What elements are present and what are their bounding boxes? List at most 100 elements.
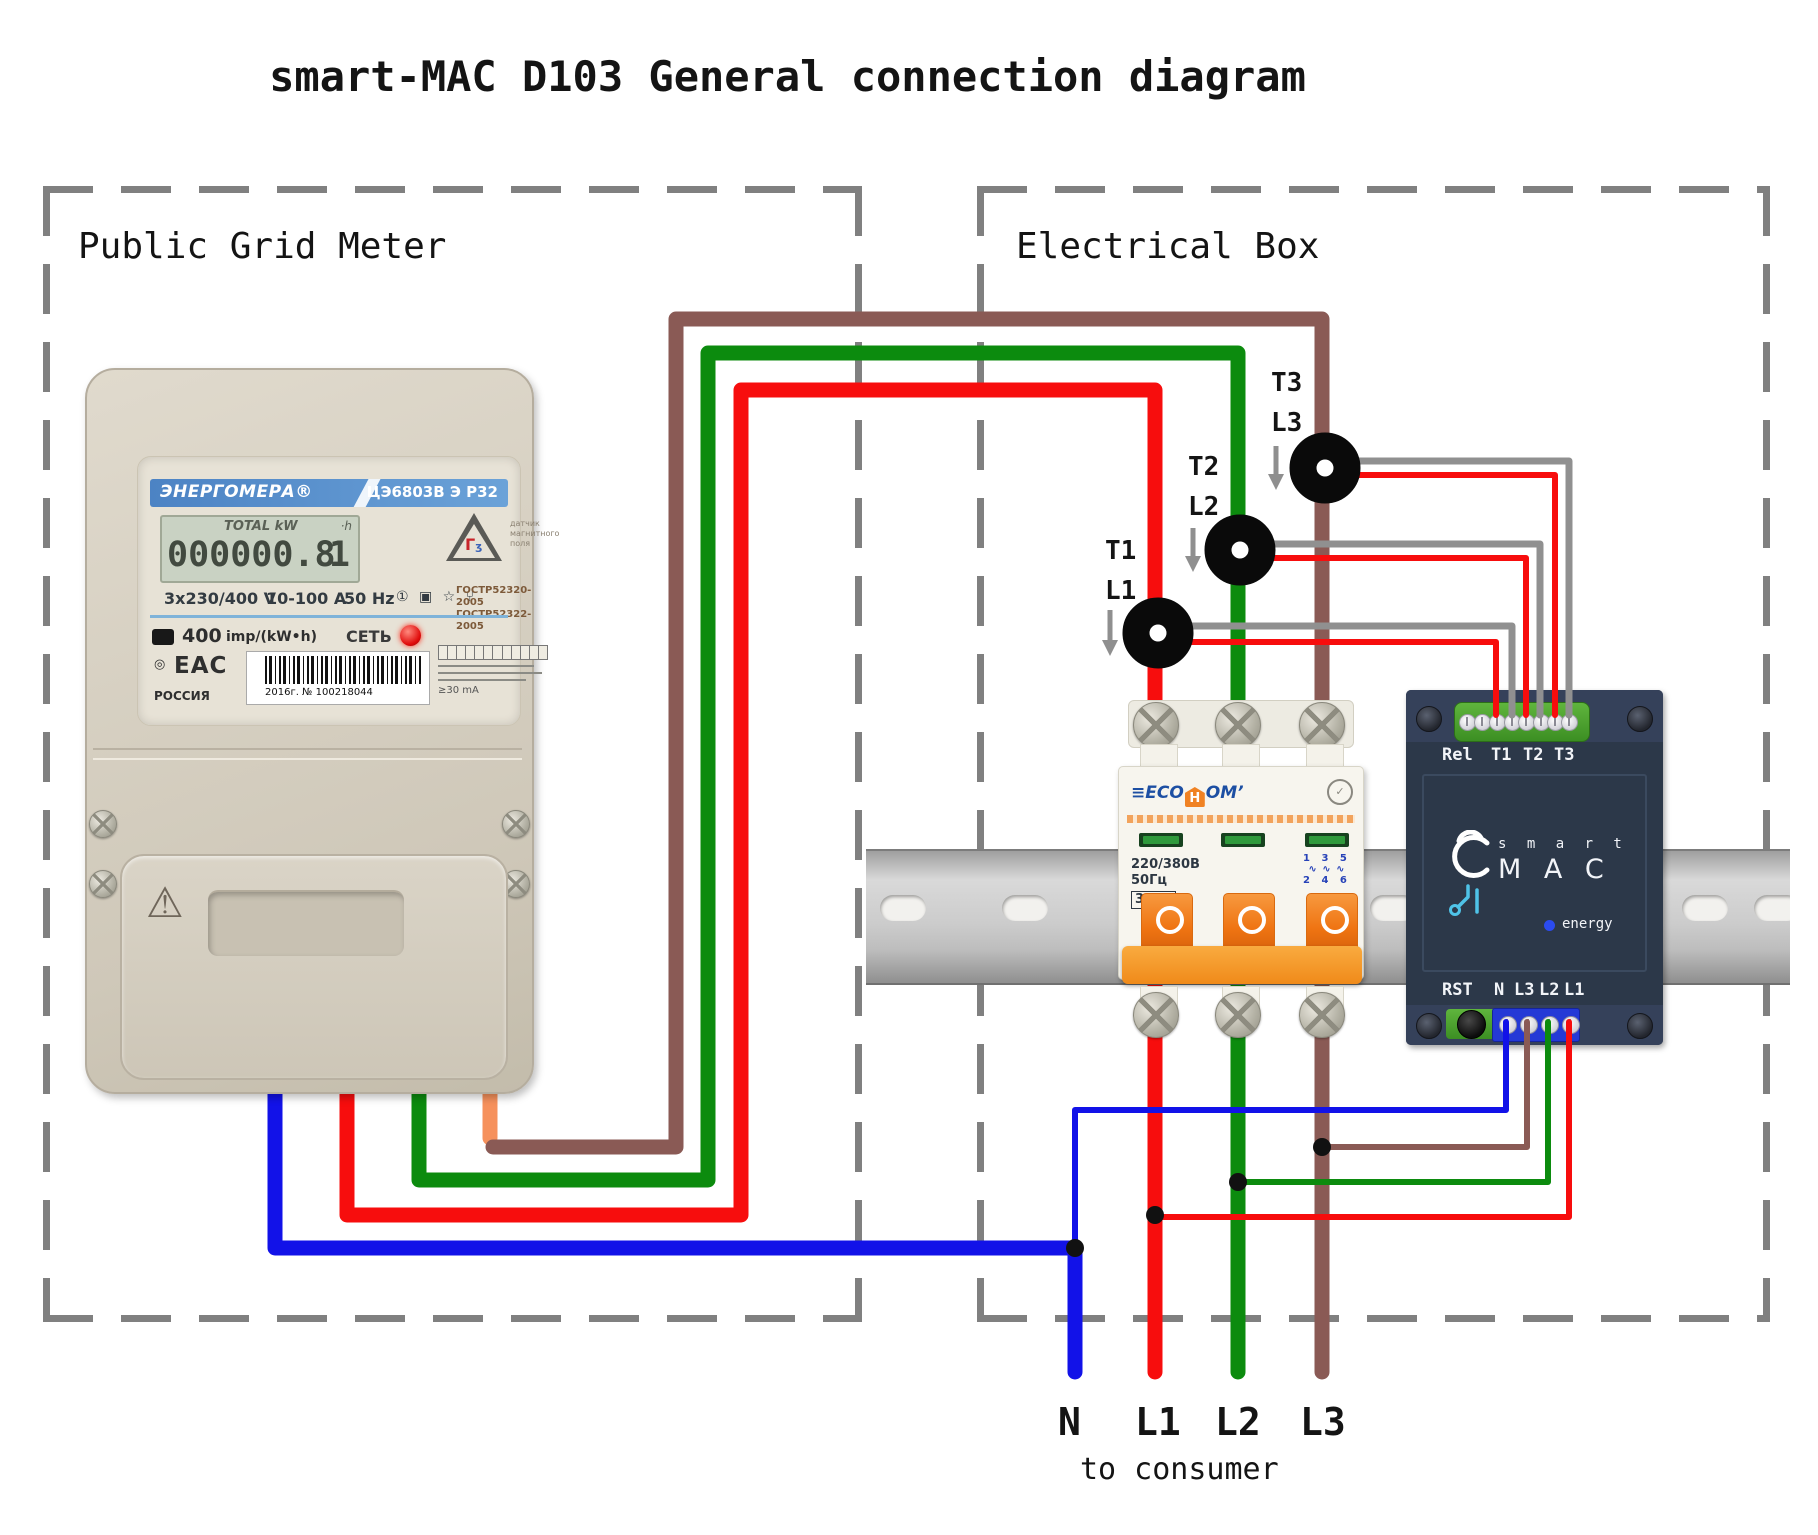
schematic-line (438, 665, 534, 667)
ct1-label-t: T1 (1105, 536, 1137, 566)
meter-model: ЦЭ6803В Э Р32 (366, 483, 498, 501)
screw-icon (1627, 706, 1653, 732)
current-transformers (1122, 432, 1361, 669)
ct2-lead-gray (1254, 540, 1544, 719)
gost-block: ГОСТР52320-2005 ГОСТР52322-2005 (456, 585, 531, 633)
power-led-icon (400, 625, 421, 646)
screw-icon (1416, 1013, 1442, 1039)
screw-icon (1299, 992, 1345, 1038)
ct1-label-l: L1 (1105, 576, 1137, 606)
magnetic-sensor-icon-inner (453, 524, 495, 558)
breaker-toggle[interactable] (1141, 893, 1193, 953)
current-transformer-icon (1289, 432, 1361, 504)
screw-icon (1215, 702, 1261, 748)
breaker-nums-top: 1 3 5 (1303, 853, 1351, 864)
sensor-note: датчик магнитного поля (510, 519, 559, 549)
country-label: РОССИЯ (154, 689, 210, 703)
lcd-digit: 1 (328, 535, 350, 575)
breaker-freq: 50Гц (1131, 873, 1168, 888)
cloud-logo-icon (1452, 830, 1490, 878)
barcode-bars (265, 656, 423, 684)
wire-l1-sense (1152, 1019, 1572, 1220)
breaker-toggle[interactable] (1306, 893, 1358, 953)
output-label-l1: L1 (1135, 1400, 1181, 1444)
terminal-cover: ⚠ (120, 854, 508, 1080)
energy-meter: ЭНЕРГОМЕРА® ЦЭ6803В Э Р32 TOTAL kW ·h 00… (85, 368, 559, 1094)
meter-serial: 2016г. № 100218044 (265, 687, 373, 698)
house-icon: H (1184, 787, 1205, 807)
device-bottom-section (1406, 1005, 1663, 1045)
current-transformer-icon (1204, 514, 1276, 586)
terminal-label-t1: T1 (1491, 745, 1512, 765)
energy-label: energy (1562, 916, 1613, 932)
smart-mac-device: Rel T1 T2 T3 s m a r t M A C energy RST … (1406, 690, 1663, 1045)
junction-dot (1146, 1206, 1164, 1224)
down-arrow-head (1102, 640, 1118, 656)
box-border (43, 186, 50, 1322)
public-grid-meter-label: Public Grid Meter (78, 226, 447, 267)
wire-neutral-primary (267, 1074, 1083, 1380)
meter-brand: ЭНЕРГОМЕРА® (160, 482, 313, 502)
device-face-bezel (1422, 774, 1647, 972)
gost-line: ГОСТР52322-2005 (456, 609, 532, 632)
breaker-tie-bar[interactable] (1122, 946, 1362, 984)
decor-strip (1127, 815, 1355, 823)
meter-button (152, 629, 174, 645)
gost-line: ГОСТР52320-2005 (456, 585, 532, 608)
screw-icon (1627, 1013, 1653, 1039)
down-arrow-head (1268, 474, 1284, 490)
impulses-unit: imp/(kW•h) (226, 629, 317, 645)
circle-mark-icon: ◎ (154, 657, 166, 672)
breaker-nums-bottom: 2 4 6 (1303, 875, 1351, 886)
cert-mark-icon: ✓ (1327, 779, 1353, 805)
schematic-line (438, 679, 526, 681)
toggle-ring-icon (1238, 906, 1266, 934)
meter-lcd: TOTAL kW ·h 000000.8 1 (160, 515, 360, 583)
device-top-section (1406, 690, 1663, 742)
magnetic-sensor-glyph: Γʒ (465, 535, 483, 554)
rail-slot (1682, 895, 1728, 921)
schematic-line (438, 672, 542, 674)
wire-l2-sense (1235, 1019, 1551, 1185)
wire-l1-primary (339, 382, 1163, 1380)
rst-pad (1446, 1009, 1496, 1039)
box-border (1763, 186, 1770, 1322)
terminal-screw-icon[interactable] (1474, 714, 1491, 731)
ct2-label-t: T2 (1188, 452, 1220, 482)
energy-dot-icon (1544, 920, 1555, 931)
meter-face-panel: ЭНЕРГОМЕРА® ЦЭ6803В Э Р32 TOTAL kW ·h 00… (137, 456, 559, 726)
terminal-label-t3: T3 (1554, 745, 1575, 765)
screw-icon (89, 870, 117, 898)
divider (150, 615, 508, 618)
label-slot (208, 890, 404, 956)
ct-hole (1149, 624, 1167, 642)
warning-icon: ⚠ (146, 878, 184, 927)
ct2-lead-red (1255, 555, 1529, 718)
box-border (977, 186, 1770, 193)
ct1-lead-red (1172, 639, 1499, 718)
output-label-l3: L3 (1300, 1400, 1346, 1444)
screw-icon (1133, 702, 1179, 748)
eac-mark: ЕАС (174, 653, 228, 679)
box-border (43, 186, 862, 193)
rst-button[interactable] (1457, 1010, 1486, 1039)
meter-cert-icons: ① ▣ ☆ ⑂ (396, 589, 478, 605)
indicator-window (1305, 833, 1349, 847)
brand-eco: ≡ECO (1131, 783, 1184, 803)
logo-mac: M A C (1498, 854, 1611, 885)
toggle-ring-icon (1156, 906, 1184, 934)
junction-dot (1066, 1239, 1084, 1257)
terminal-label-t2: T2 (1523, 745, 1544, 765)
output-label-l2: L2 (1215, 1400, 1261, 1444)
box-border (43, 1315, 862, 1322)
meter-header-band: ЭНЕРГОМЕРА® ЦЭ6803В Э Р32 (150, 479, 508, 507)
sensor-note-line: магнитного (510, 529, 560, 538)
lcd-value: 000000.8 (167, 535, 336, 575)
breaker-toggle[interactable] (1223, 893, 1275, 953)
page-title: smart-MAC D103 General connection diagra… (269, 52, 1306, 101)
junction-dot (1229, 1173, 1247, 1191)
